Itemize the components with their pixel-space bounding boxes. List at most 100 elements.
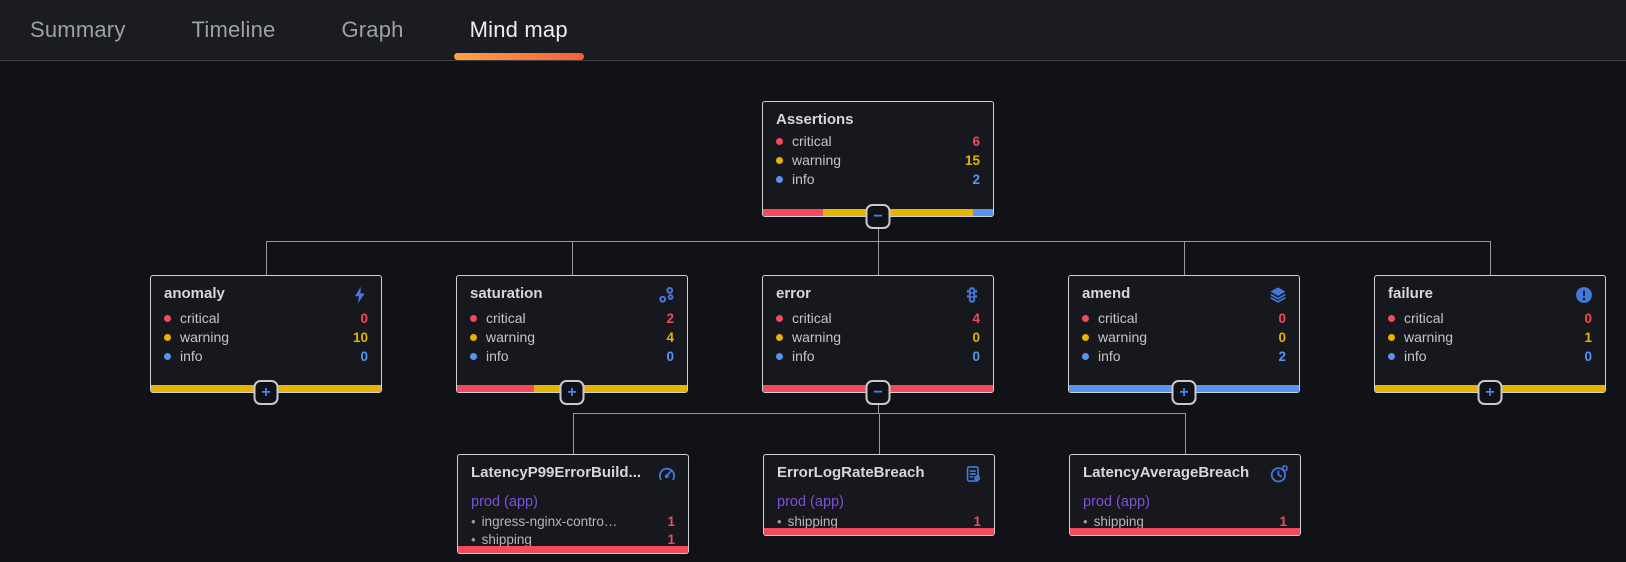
service-label: shipping [481, 532, 532, 547]
service-item: • shipping 1 [764, 513, 994, 531]
metric-value: 4 [972, 311, 980, 326]
node-header: ErrorLogRateBreach [764, 455, 994, 488]
tab-mind-map[interactable]: Mind map [453, 0, 584, 60]
collapse-button[interactable]: − [865, 380, 891, 405]
service-label: shipping [787, 514, 838, 529]
node-header: failure [1375, 276, 1605, 309]
metric-label: critical [180, 310, 220, 326]
metric-row-warning: warning 1 [1375, 328, 1605, 347]
namespace-label: prod (app) [471, 494, 538, 510]
bullet-icon: • [471, 514, 476, 529]
metric-label: info [1098, 348, 1121, 364]
service-value: 1 [1279, 514, 1287, 529]
mindmap-node-latency-p99[interactable]: LatencyP99ErrorBuild...prod (app)•ingres… [457, 454, 689, 554]
expand-button[interactable]: + [1477, 380, 1503, 405]
warning-dot [1388, 334, 1395, 341]
warning-dot [776, 157, 783, 164]
bolt-icon [350, 285, 370, 305]
tab-timeline[interactable]: Timeline [176, 0, 292, 60]
expand-button[interactable]: + [253, 380, 279, 405]
metric-value: 1 [1584, 330, 1592, 345]
tab-summary[interactable]: Summary [14, 0, 142, 60]
node-title: LatencyP99ErrorBuild... [471, 464, 642, 481]
node-title: failure [1388, 285, 1434, 302]
severity-bar [458, 546, 688, 553]
metric-value: 2 [666, 311, 674, 326]
metric-label: warning [180, 329, 230, 345]
severity-bar-segment-critical [457, 385, 534, 392]
metric-value: 0 [1584, 311, 1592, 326]
severity-bar-segment-info [973, 209, 993, 216]
connector-line [572, 241, 573, 275]
node-title: ErrorLogRateBreach [777, 464, 925, 481]
active-tab-underline [453, 53, 584, 60]
log-document-icon [963, 464, 983, 484]
expand-button[interactable]: + [559, 380, 585, 405]
critical-dot [164, 315, 171, 322]
metric-value: 0 [972, 349, 980, 364]
metric-label: warning [1404, 329, 1454, 345]
metric-label: info [486, 348, 509, 364]
metric-value: 0 [972, 330, 980, 345]
node-title: LatencyAverageBreach [1083, 464, 1250, 481]
namespace-label: prod (app) [1083, 494, 1150, 510]
metric-value: 0 [1278, 311, 1286, 326]
connector-line [1490, 241, 1491, 275]
info-dot [776, 176, 783, 183]
connector-line [878, 217, 879, 241]
bullet-icon: • [777, 514, 782, 529]
metric-value: 0 [1278, 330, 1286, 345]
metric-label: warning [792, 329, 842, 345]
metric-label: critical [792, 133, 832, 149]
metric-label: warning [792, 152, 842, 168]
node-title: amend [1082, 285, 1131, 302]
alert-circle-icon [1574, 285, 1594, 305]
node-title: saturation [470, 285, 543, 302]
namespace-label: prod (app) [777, 494, 844, 510]
expand-button[interactable]: + [1171, 380, 1197, 405]
metric-label: warning [486, 329, 536, 345]
collapse-button[interactable]: − [865, 204, 891, 229]
mindmap-node-error-log-rate[interactable]: ErrorLogRateBreach prod (app) • shipping 1 [763, 454, 995, 536]
metric-row-warning: warning 15 [763, 151, 993, 170]
metric-value: 0 [360, 349, 368, 364]
critical-dot [470, 315, 477, 322]
metric-value: 0 [1584, 349, 1592, 364]
tab-bar: Summary Timeline Graph Mind map [0, 0, 1626, 61]
service-value: 1 [667, 532, 675, 547]
connector-line [573, 413, 574, 454]
metric-value: 0 [360, 311, 368, 326]
tab-graph[interactable]: Graph [325, 0, 419, 60]
metric-value: 15 [964, 153, 980, 168]
service-value: 1 [973, 514, 981, 529]
warning-dot [776, 334, 783, 341]
node-title: Assertions [776, 111, 854, 128]
node-header: Assertions [763, 102, 993, 132]
service-value: 1 [667, 514, 675, 529]
info-dot [164, 353, 171, 360]
metric-label: info [792, 348, 815, 364]
tab-label: Mind map [469, 17, 568, 42]
info-dot [776, 353, 783, 360]
gauge-icon [657, 464, 677, 484]
connector-line [266, 241, 267, 275]
node-header: LatencyAverageBreach [1070, 455, 1300, 488]
